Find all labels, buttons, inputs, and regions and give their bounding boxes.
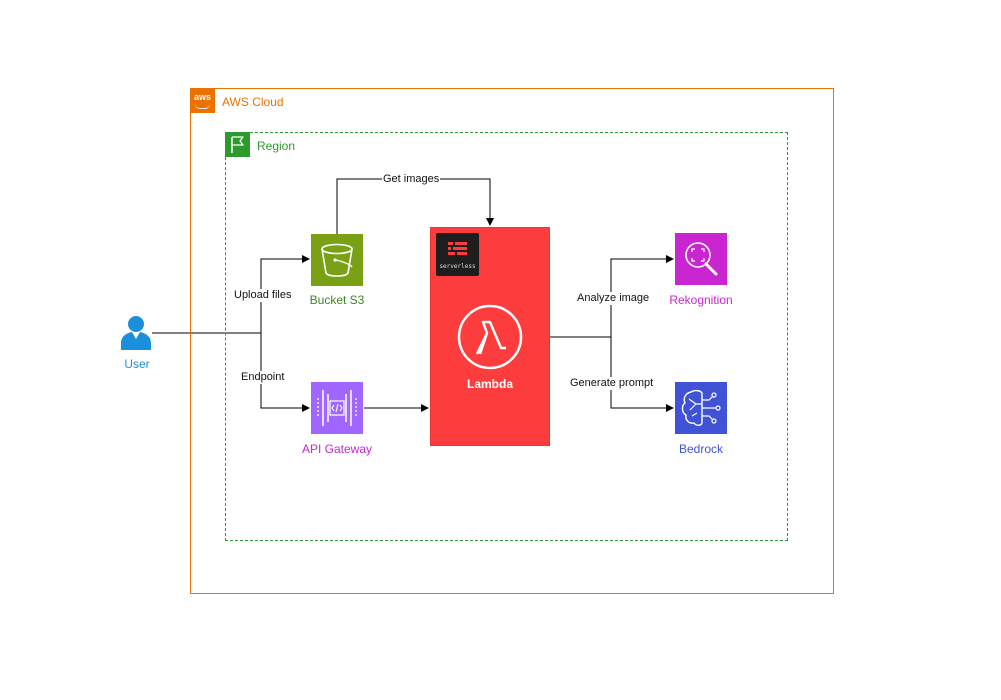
serverless-logo-text: serverless — [439, 263, 476, 270]
edge-label-endpoint: Endpoint — [240, 371, 286, 384]
edge-label-generate: Generate prompt — [569, 377, 655, 390]
serverless-logo-icon: serverless — [436, 233, 479, 276]
rekognition-label: Rekognition — [669, 293, 733, 307]
region-flag-icon — [225, 132, 250, 157]
aws-logo-icon: aws — [190, 88, 215, 113]
aws-logo-text: aws — [193, 92, 211, 102]
edge-lambda-to-bedrock — [610, 337, 674, 412]
api-gateway-label: API Gateway — [301, 442, 373, 456]
edge-label-upload: Upload files — [233, 289, 293, 302]
lambda-icon — [456, 303, 524, 371]
edge-user-to-apigw — [260, 333, 310, 412]
edge-label-analyze: Analyze image — [576, 292, 651, 305]
bedrock-icon[interactable] — [675, 382, 727, 434]
edge-label-get-images: Get images — [382, 173, 441, 186]
lambda-label: Lambda — [466, 377, 513, 391]
user-label: User — [124, 357, 150, 371]
api-gateway-icon[interactable] — [311, 382, 363, 434]
aws-cloud-title: AWS Cloud — [222, 95, 284, 109]
rekognition-icon[interactable] — [675, 233, 727, 285]
bedrock-label: Bedrock — [678, 442, 724, 456]
region-group — [225, 132, 788, 541]
region-title: Region — [257, 139, 296, 153]
user-icon[interactable] — [119, 314, 153, 350]
s3-label: Bucket S3 — [309, 293, 365, 307]
s3-bucket-icon[interactable] — [311, 234, 363, 286]
aws-cloud-group — [190, 88, 834, 594]
